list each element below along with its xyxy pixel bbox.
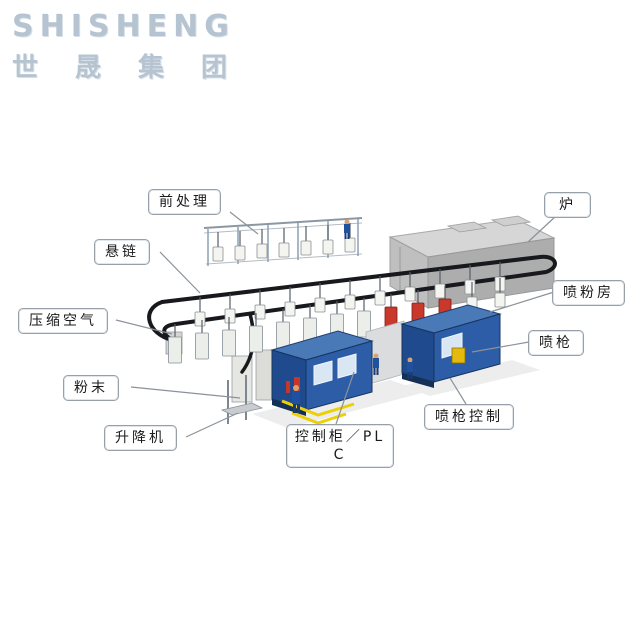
spray-booth-right [400, 304, 502, 388]
label-powder: 粉末 [63, 375, 119, 402]
label-compressed-air: 压缩空气 [18, 308, 108, 335]
logo-text: SHISHENG [12, 9, 235, 44]
powder-feed-units [231, 349, 273, 403]
label-pretreatment: 前处理 [148, 189, 221, 216]
worker-figures [292, 219, 413, 413]
label-spray-gun: 喷枪 [528, 330, 584, 357]
label-hanging-chain: 悬链 [94, 239, 150, 266]
leader-lines [115, 211, 557, 438]
elevator-structure [220, 375, 264, 424]
logo-chinese: 世晟集团 [12, 53, 265, 83]
pretreatment-section [203, 217, 363, 266]
floor-pads [252, 360, 540, 428]
label-control-cabinet-plc: 控制柜／PLC [286, 424, 394, 469]
label-oven: 炉 [544, 192, 591, 219]
label-powder-room: 喷粉房 [552, 280, 625, 307]
label-spray-gun-control: 喷枪控制 [424, 404, 514, 431]
label-elevator: 升降机 [104, 425, 177, 452]
logo: SHISHENG 世晟集团 [12, 10, 264, 84]
